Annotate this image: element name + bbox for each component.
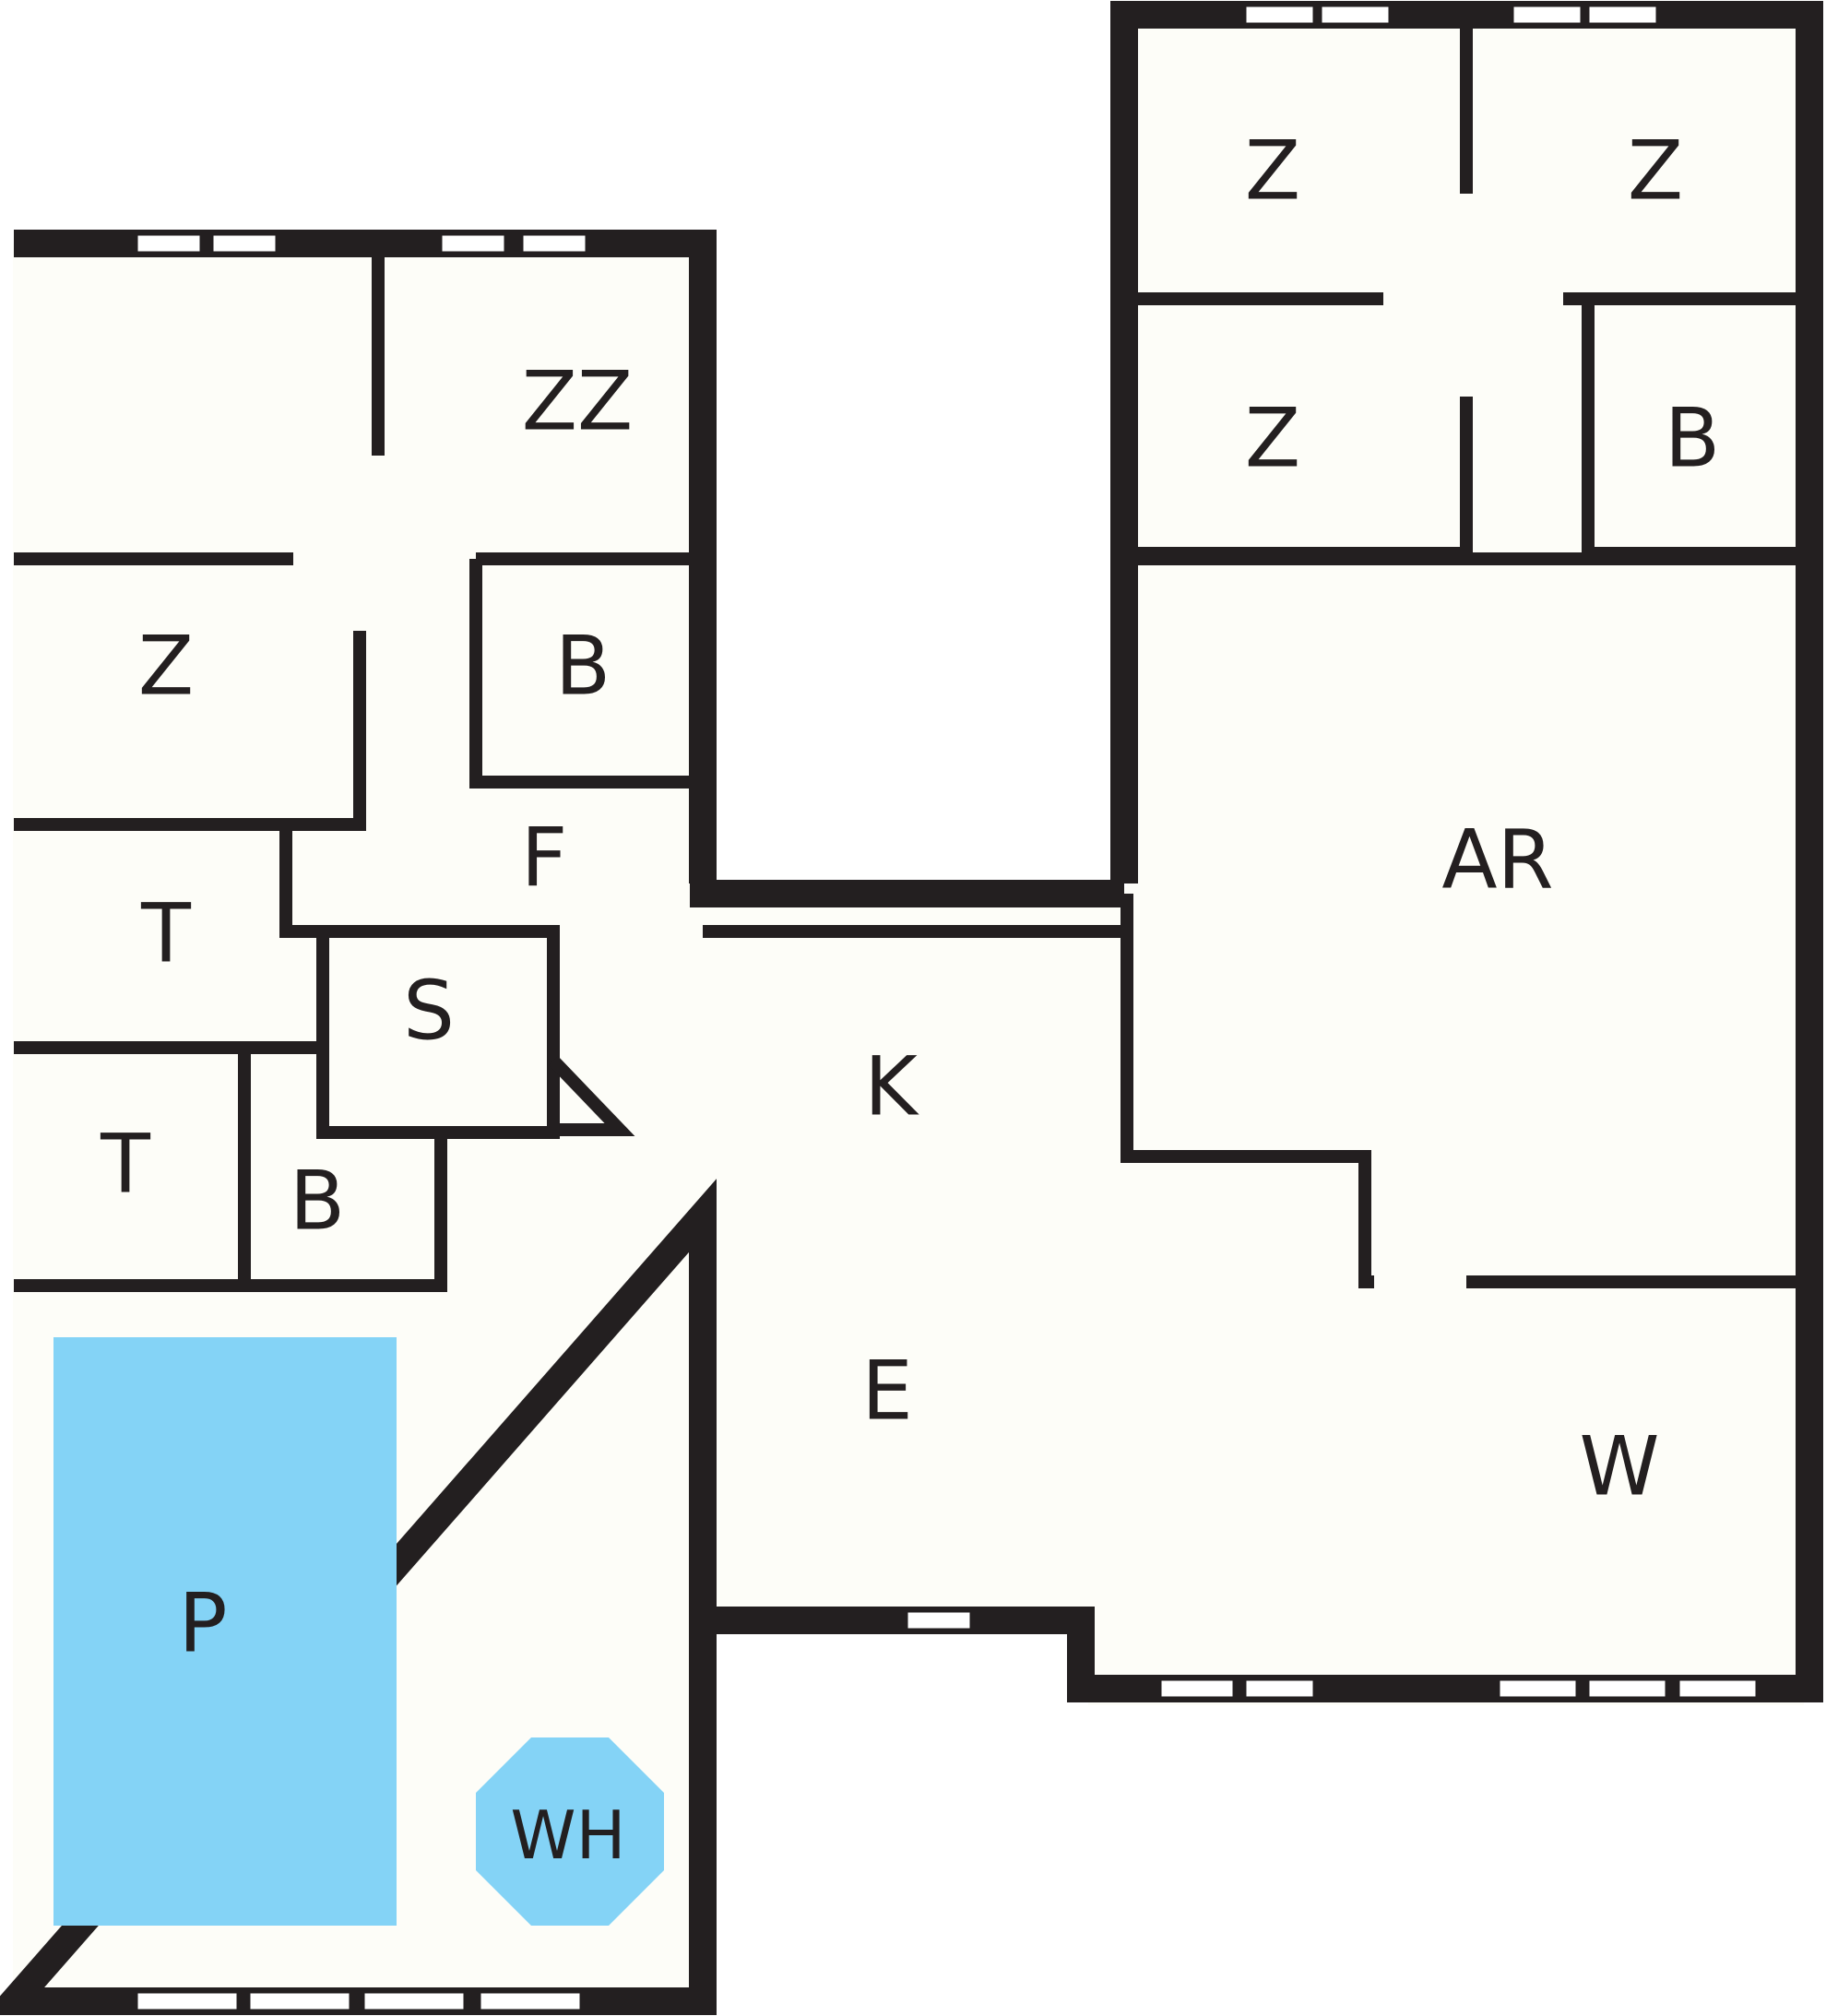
label-kitchen: K — [864, 1039, 919, 1134]
label-pool: P — [178, 1576, 227, 1671]
right-wing-floor — [1127, 13, 1804, 1281]
right-wing-outer-wall — [703, 1, 1823, 1702]
label-activity-room: AR — [1441, 812, 1553, 907]
label-bedroom-top-left-1: Z — [1245, 124, 1300, 219]
room-labels: Z Z Z B ZZ Z B F T S T B K AR E W P WH — [100, 124, 1720, 1875]
label-bathroom-right: B — [1665, 391, 1720, 486]
label-bathroom-small: B — [290, 1154, 345, 1249]
label-storage: S — [403, 964, 455, 1059]
whirlpool — [476, 1737, 664, 1926]
windows — [135, 4, 1759, 2012]
bay-floor — [1088, 1281, 1804, 1705]
label-bedroom-top-left-3: Z — [138, 619, 194, 714]
label-bathroom-left: B — [555, 619, 611, 714]
label-dining: E — [861, 1344, 913, 1439]
label-double-bedroom: ZZ — [522, 354, 634, 449]
label-hallway: F — [521, 811, 568, 906]
center-floor — [695, 887, 1129, 1607]
label-bedroom-top-left-2: Z — [1628, 124, 1683, 219]
label-bedroom-right-lower: Z — [1245, 391, 1300, 486]
interior-walls — [14, 15, 1809, 1292]
label-whirlpool: WH — [510, 1797, 625, 1874]
label-toilet-upper: T — [140, 886, 192, 981]
label-living: W — [1579, 1419, 1659, 1514]
label-toilet-lower: T — [100, 1117, 151, 1212]
pool — [53, 1337, 397, 1926]
